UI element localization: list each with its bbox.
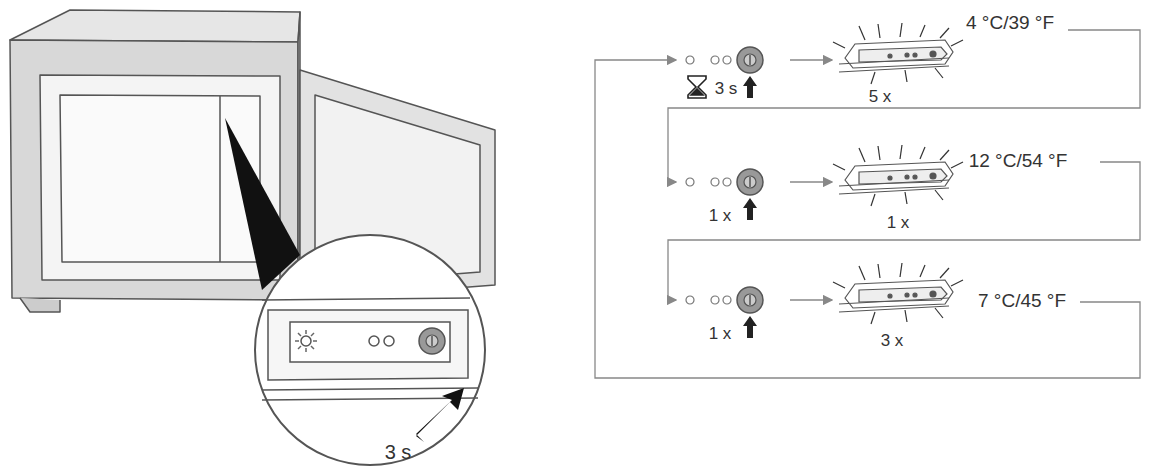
count-label: 1 x: [709, 325, 732, 342]
count-label: 3 s: [385, 442, 412, 462]
count-label: 5 x: [869, 88, 892, 105]
count-label: 3 x: [881, 332, 904, 349]
count-label: 1 x: [887, 214, 910, 231]
temperature-label: 7 °C/45 °F: [978, 291, 1066, 310]
count-label: 3 s: [715, 80, 738, 97]
temperature-label: 4 °C/39 °F: [966, 13, 1054, 32]
temperature-label: 12 °C/54 °F: [969, 151, 1068, 170]
count-label: 1 x: [709, 207, 732, 224]
